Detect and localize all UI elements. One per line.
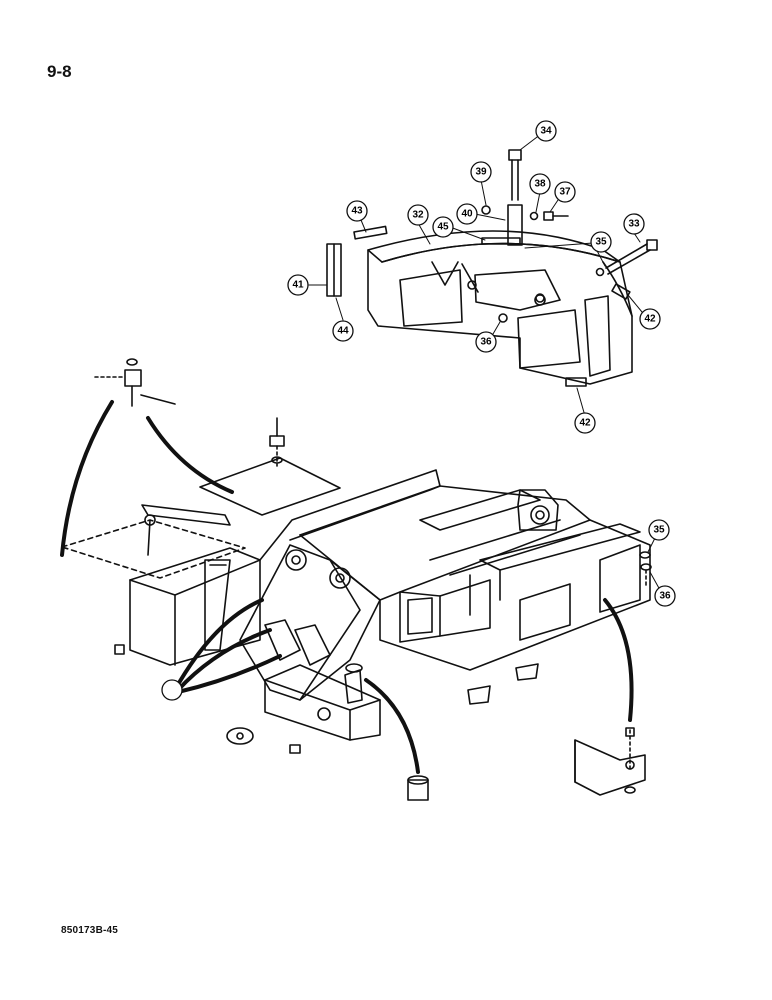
- callout-42-upper: 42: [639, 308, 661, 330]
- callout-43: 43: [346, 200, 368, 222]
- svg-text:37: 37: [559, 187, 571, 198]
- callout-37: 37: [554, 181, 576, 203]
- washer-38: [529, 211, 539, 221]
- section-reference-circle: [161, 679, 183, 701]
- callouts: 34 39 38 37 40 43 32 45 33 35 41 42 44 3…: [287, 120, 676, 607]
- svg-text:45: 45: [437, 222, 449, 233]
- bar-43: [353, 225, 388, 240]
- bolt-34: [508, 149, 522, 201]
- nut-36: [498, 313, 508, 323]
- svg-text:35: 35: [653, 525, 665, 536]
- callout-40: 40: [456, 203, 478, 225]
- svg-text:33: 33: [628, 219, 640, 230]
- svg-text:32: 32: [412, 210, 424, 221]
- callout-44: 44: [332, 320, 354, 342]
- svg-text:36: 36: [659, 591, 671, 602]
- callout-35-lower: 35: [648, 519, 670, 541]
- callout-36-lower: 36: [654, 585, 676, 607]
- svg-text:38: 38: [534, 179, 546, 190]
- callout-34: 34: [535, 120, 557, 142]
- fitting-top-left: [94, 358, 176, 407]
- callout-36-upper: 36: [475, 331, 497, 353]
- svg-text:43: 43: [351, 206, 363, 217]
- plate-40: [507, 204, 523, 246]
- callout-32: 32: [407, 204, 429, 226]
- svg-text:36: 36: [480, 337, 492, 348]
- main-frame: [61, 457, 651, 754]
- page-number: 9-8: [47, 62, 72, 81]
- svg-text:42: 42: [644, 314, 656, 325]
- bar-45: [481, 237, 521, 245]
- callout-45: 45: [432, 216, 454, 238]
- callout-35-upper: 35: [590, 231, 612, 253]
- svg-text:35: 35: [595, 237, 607, 248]
- svg-text:40: 40: [461, 209, 473, 220]
- callout-38: 38: [529, 173, 551, 195]
- filter-cartridge: [407, 775, 429, 801]
- svg-text:34: 34: [540, 126, 552, 137]
- callout-42-lower: 42: [574, 412, 596, 434]
- bolt-37: [543, 211, 569, 221]
- callout-33: 33: [623, 213, 645, 235]
- counterweight-assembly: [367, 230, 633, 385]
- bracket-right: [574, 727, 646, 796]
- svg-text:41: 41: [292, 280, 304, 291]
- callout-39: 39: [470, 161, 492, 183]
- callout-41: 41: [287, 274, 309, 296]
- pin-42-lower: [565, 377, 587, 387]
- svg-text:44: 44: [337, 326, 349, 337]
- drawing-code: 850173B-45: [61, 925, 119, 936]
- bolt-33: [595, 239, 658, 277]
- svg-text:42: 42: [579, 418, 591, 429]
- nut-39: [481, 205, 491, 215]
- fitting-top-center: [269, 417, 285, 467]
- svg-text:39: 39: [475, 167, 487, 178]
